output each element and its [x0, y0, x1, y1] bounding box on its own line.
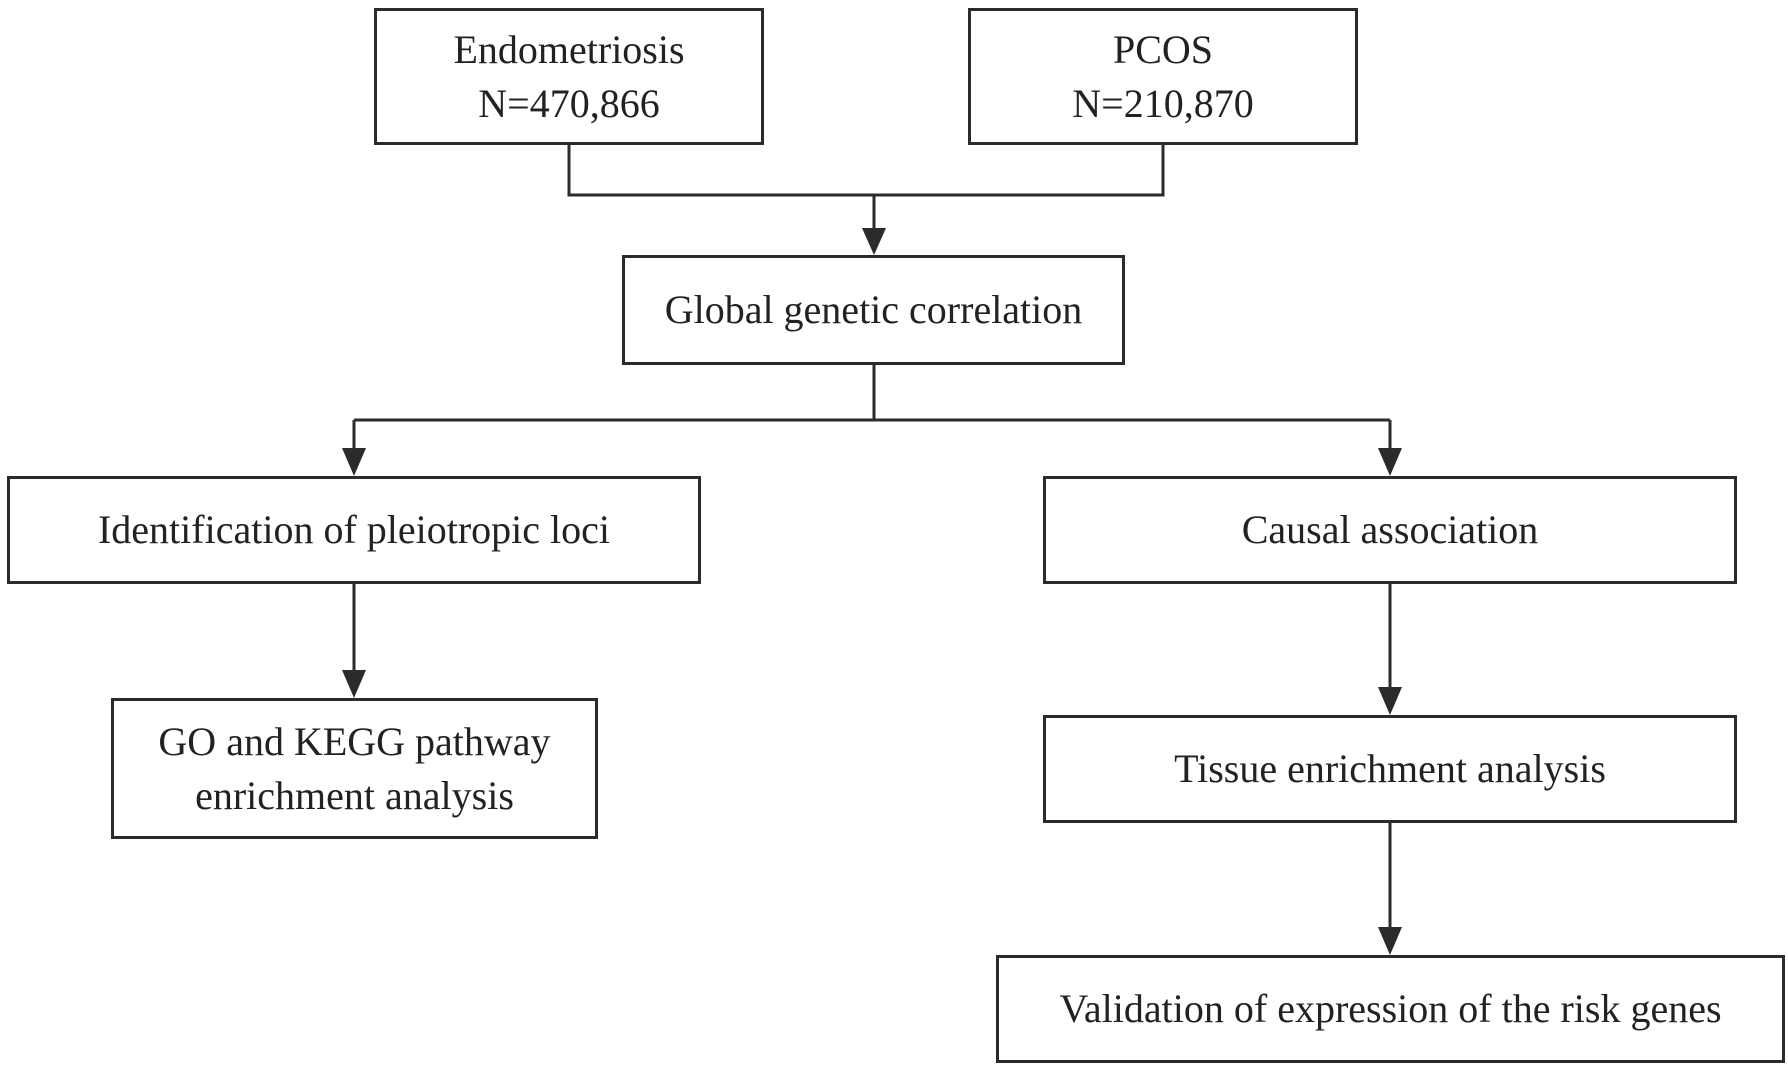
- node-endometriosis-label: Endometriosis: [453, 26, 685, 72]
- arrowhead-pleiotropic: [342, 448, 366, 476]
- arrowhead-tissue: [1378, 687, 1402, 715]
- node-endometriosis-sample-size: N=470,866: [478, 80, 660, 126]
- node-pcos-sample-size: N=210,870: [1072, 80, 1254, 126]
- arrowhead-causal: [1378, 448, 1402, 476]
- arrowhead-go-kegg: [342, 670, 366, 698]
- connector-pcos-to-merge: [874, 145, 1165, 197]
- connector-endometriosis-to-merge: [567, 145, 874, 197]
- node-tissue-label: Tissue enrichment analysis: [1174, 746, 1606, 791]
- node-global-label: Global genetic correlation: [664, 287, 1083, 332]
- node-global-genetic-correlation: Global genetic correlation: [622, 255, 1125, 365]
- arrowhead-validation: [1378, 927, 1402, 955]
- node-pleiotropic-loci: Identification of pleiotropic loci: [7, 476, 701, 584]
- node-go-kegg-enrichment: GO and KEGG pathway enrichment analysis: [111, 698, 598, 839]
- node-go-kegg-line2: enrichment analysis: [195, 772, 514, 818]
- node-causal-label: Causal association: [1241, 507, 1539, 552]
- node-validation-label: Validation of expression of the risk gen…: [1059, 986, 1722, 1031]
- node-pcos: PCOS N=210,870: [968, 8, 1358, 145]
- node-pcos-label: PCOS: [1112, 26, 1214, 72]
- node-pleiotropic-label: Identification of pleiotropic loci: [97, 507, 611, 552]
- node-causal-association: Causal association: [1043, 476, 1737, 584]
- node-endometriosis: Endometriosis N=470,866: [374, 8, 764, 145]
- node-go-kegg-line1: GO and KEGG pathway: [158, 718, 551, 764]
- arrowhead-global: [862, 228, 886, 255]
- node-validation-risk-genes: Validation of expression of the risk gen…: [996, 955, 1785, 1063]
- node-tissue-enrichment: Tissue enrichment analysis: [1043, 715, 1737, 823]
